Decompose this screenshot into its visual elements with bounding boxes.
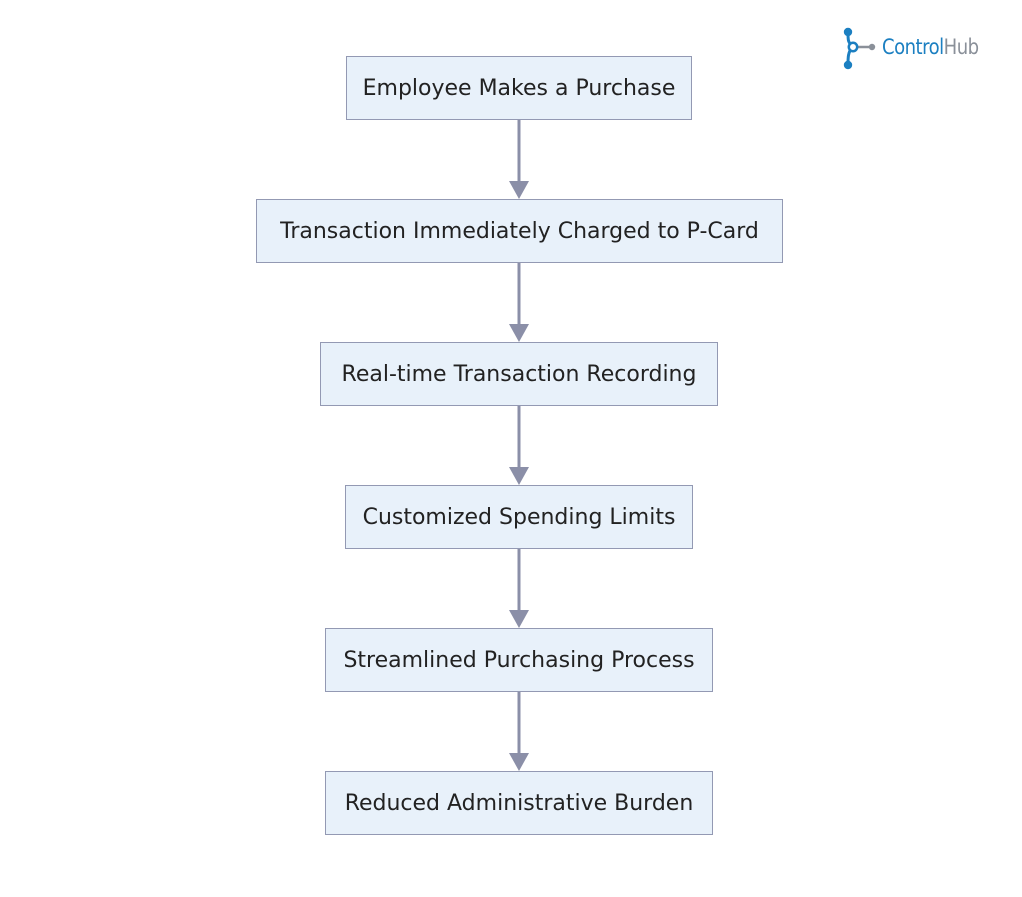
logo-text-primary: Control bbox=[882, 35, 944, 59]
edge-n5-n6 bbox=[509, 691, 529, 771]
logo-text-secondary: Hub bbox=[943, 35, 979, 59]
flow-node-customized-limits: Customized Spending Limits bbox=[345, 485, 693, 549]
controlhub-logo: ControlHub bbox=[842, 27, 992, 71]
node-label: Employee Makes a Purchase bbox=[362, 75, 676, 101]
flow-node-reduced-burden: Reduced Administrative Burden bbox=[325, 771, 713, 835]
flow-node-transaction-charged: Transaction Immediately Charged to P-Car… bbox=[256, 199, 783, 263]
flow-node-employee-makes-purchase: Employee Makes a Purchase bbox=[346, 56, 692, 120]
edge-n1-n2 bbox=[509, 119, 529, 199]
edge-n4-n5 bbox=[509, 548, 529, 628]
node-label: Transaction Immediately Charged to P-Car… bbox=[280, 218, 759, 244]
flow-node-streamlined-process: Streamlined Purchasing Process bbox=[325, 628, 713, 692]
network-nodes-icon bbox=[843, 27, 876, 70]
node-label: Streamlined Purchasing Process bbox=[343, 647, 695, 673]
flow-node-realtime-recording: Real-time Transaction Recording bbox=[320, 342, 718, 406]
edge-n3-n4 bbox=[509, 405, 529, 485]
edge-n2-n3 bbox=[509, 262, 529, 342]
node-label: Reduced Administrative Burden bbox=[344, 790, 694, 816]
node-label: Real-time Transaction Recording bbox=[341, 361, 697, 387]
logo-wordmark: ControlHub bbox=[882, 33, 979, 61]
node-label: Customized Spending Limits bbox=[362, 504, 676, 530]
